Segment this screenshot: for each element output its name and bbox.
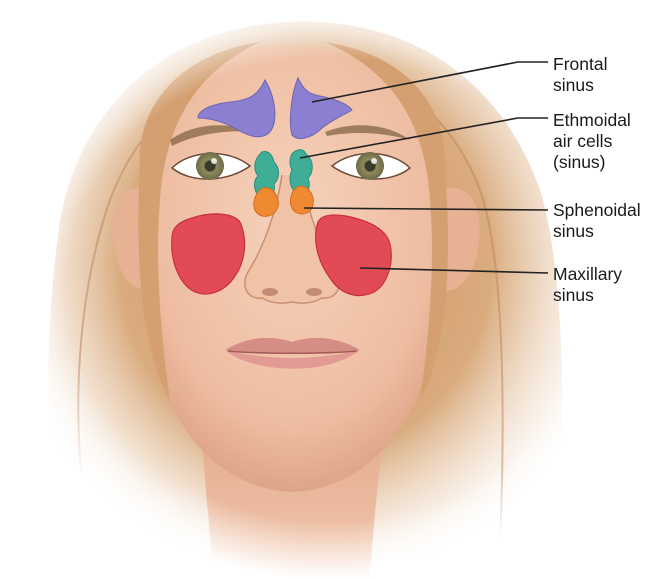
label-frontal-sinus: Frontal sinus	[553, 54, 607, 96]
label-sphenoidal-line2: sinus	[553, 221, 641, 242]
label-ethmoidal-line2: air cells	[553, 131, 631, 152]
label-frontal-line1: Frontal	[553, 54, 607, 75]
label-sphenoidal-line1: Sphenoidal	[553, 200, 641, 221]
label-ethmoidal-line3: (sinus)	[553, 152, 631, 173]
label-ethmoidal-line1: Ethmoidal	[553, 110, 631, 131]
label-frontal-line2: sinus	[553, 75, 607, 96]
label-maxillary-sinus: Maxillary sinus	[553, 264, 622, 306]
label-ethmoidal-sinus: Ethmoidal air cells (sinus)	[553, 110, 631, 173]
label-sphenoidal-sinus: Sphenoidal sinus	[553, 200, 641, 242]
label-maxillary-line2: sinus	[553, 285, 622, 306]
label-maxillary-line1: Maxillary	[553, 264, 622, 285]
